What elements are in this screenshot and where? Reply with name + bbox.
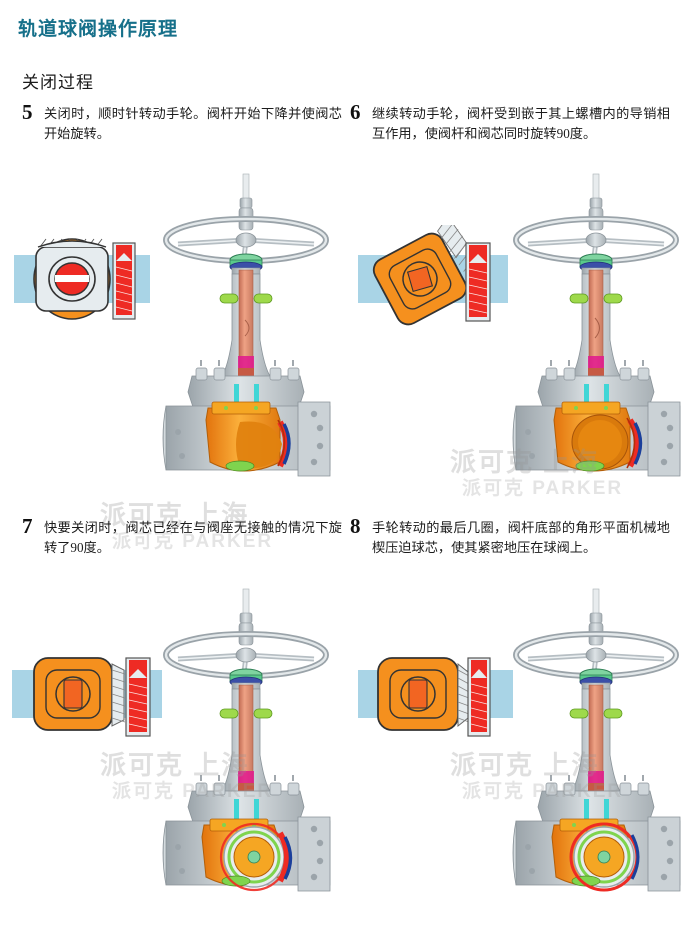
seat-ring-step-8 bbox=[467, 657, 491, 737]
yoke-bearing bbox=[579, 668, 613, 690]
figure-step-7: 派可克 上海 派可克 PARKER bbox=[0, 585, 350, 915]
seat-rings bbox=[569, 822, 640, 892]
step-text: 继续转动手轮，阀杆受到嵌于其上螺槽内的导销相互作用，使阀杆和阀芯同时旋转90度。 bbox=[372, 106, 670, 142]
yoke-bolts bbox=[569, 293, 623, 304]
section-heading: 关闭过程 bbox=[22, 73, 94, 92]
packing-gland bbox=[238, 356, 254, 378]
valve-illustration-step-7 bbox=[148, 585, 348, 905]
figure-step-5: 派可克 上海 派可克 PARKER bbox=[0, 170, 350, 552]
seat-rings bbox=[219, 822, 293, 892]
step-6: 6 继续转动手轮，阀杆受到嵌于其上螺槽内的导销相互作用，使阀杆和阀芯同时旋转90… bbox=[350, 100, 670, 144]
guide-pins bbox=[234, 799, 259, 825]
packing-gland bbox=[238, 771, 254, 793]
seat-ring-step-7 bbox=[125, 657, 151, 737]
figure-step-8: 派可克 上海 派可克 PARKER bbox=[350, 585, 700, 915]
guide-pins bbox=[584, 799, 609, 823]
inset-schematic-step-5 bbox=[12, 225, 152, 335]
step-number: 5 bbox=[22, 100, 33, 124]
ball-element bbox=[553, 401, 631, 472]
guide-pins bbox=[234, 384, 259, 412]
valve-illustration-step-6 bbox=[498, 170, 698, 490]
inset-schematic-step-7 bbox=[12, 640, 162, 750]
packing-gland bbox=[588, 771, 604, 793]
page-title: 轨道球阀操作原理 bbox=[18, 19, 179, 40]
bonnet-flange bbox=[537, 360, 655, 411]
yoke-bolts bbox=[219, 293, 273, 304]
step-number: 7 bbox=[22, 514, 33, 538]
inset-schematic-step-6 bbox=[358, 225, 508, 335]
yoke-bolts bbox=[219, 708, 273, 719]
seat-ring-step-6 bbox=[465, 242, 491, 322]
step-text: 关闭时，顺时针转动手轮。阀杆开始下降并使阀芯开始旋转。 bbox=[44, 106, 342, 142]
inset-schematic-step-8 bbox=[358, 640, 513, 750]
step-text: 手轮转动的最后几圈，阀杆底部的角形平面机械地楔压迫球芯，使其紧密地压在球阀上。 bbox=[372, 520, 670, 556]
step-8: 8 手轮转动的最后几圈，阀杆底部的角形平面机械地楔压迫球芯，使其紧密地压在球阀上… bbox=[350, 514, 670, 558]
guide-pins bbox=[584, 384, 609, 412]
valve-illustration-step-5 bbox=[148, 170, 348, 490]
seat-rings bbox=[277, 419, 291, 468]
valve-illustration-step-8 bbox=[498, 585, 698, 905]
step-7: 7 快要关闭时，阀芯已经在与阀座无接触的情况下旋转了90度。 bbox=[22, 514, 342, 558]
step-number: 8 bbox=[350, 514, 361, 538]
step-number: 6 bbox=[350, 100, 361, 124]
seat-ring-step-5 bbox=[112, 242, 136, 320]
figure-step-6: 派可克 上海 派可克 PARKER bbox=[350, 170, 700, 500]
packing-gland bbox=[588, 356, 604, 378]
stem-top bbox=[588, 588, 604, 646]
seat-rings bbox=[626, 417, 643, 469]
bonnet-flange bbox=[187, 775, 305, 826]
bonnet-flange bbox=[537, 775, 655, 826]
step-text: 快要关闭时，阀芯已经在与阀座无接触的情况下旋转了90度。 bbox=[44, 520, 342, 556]
step-5: 5 关闭时，顺时针转动手轮。阀杆开始下降并使阀芯开始旋转。 bbox=[22, 100, 342, 144]
ball-element bbox=[205, 401, 282, 472]
yoke-bolts bbox=[569, 708, 623, 719]
ball-element bbox=[551, 818, 635, 888]
